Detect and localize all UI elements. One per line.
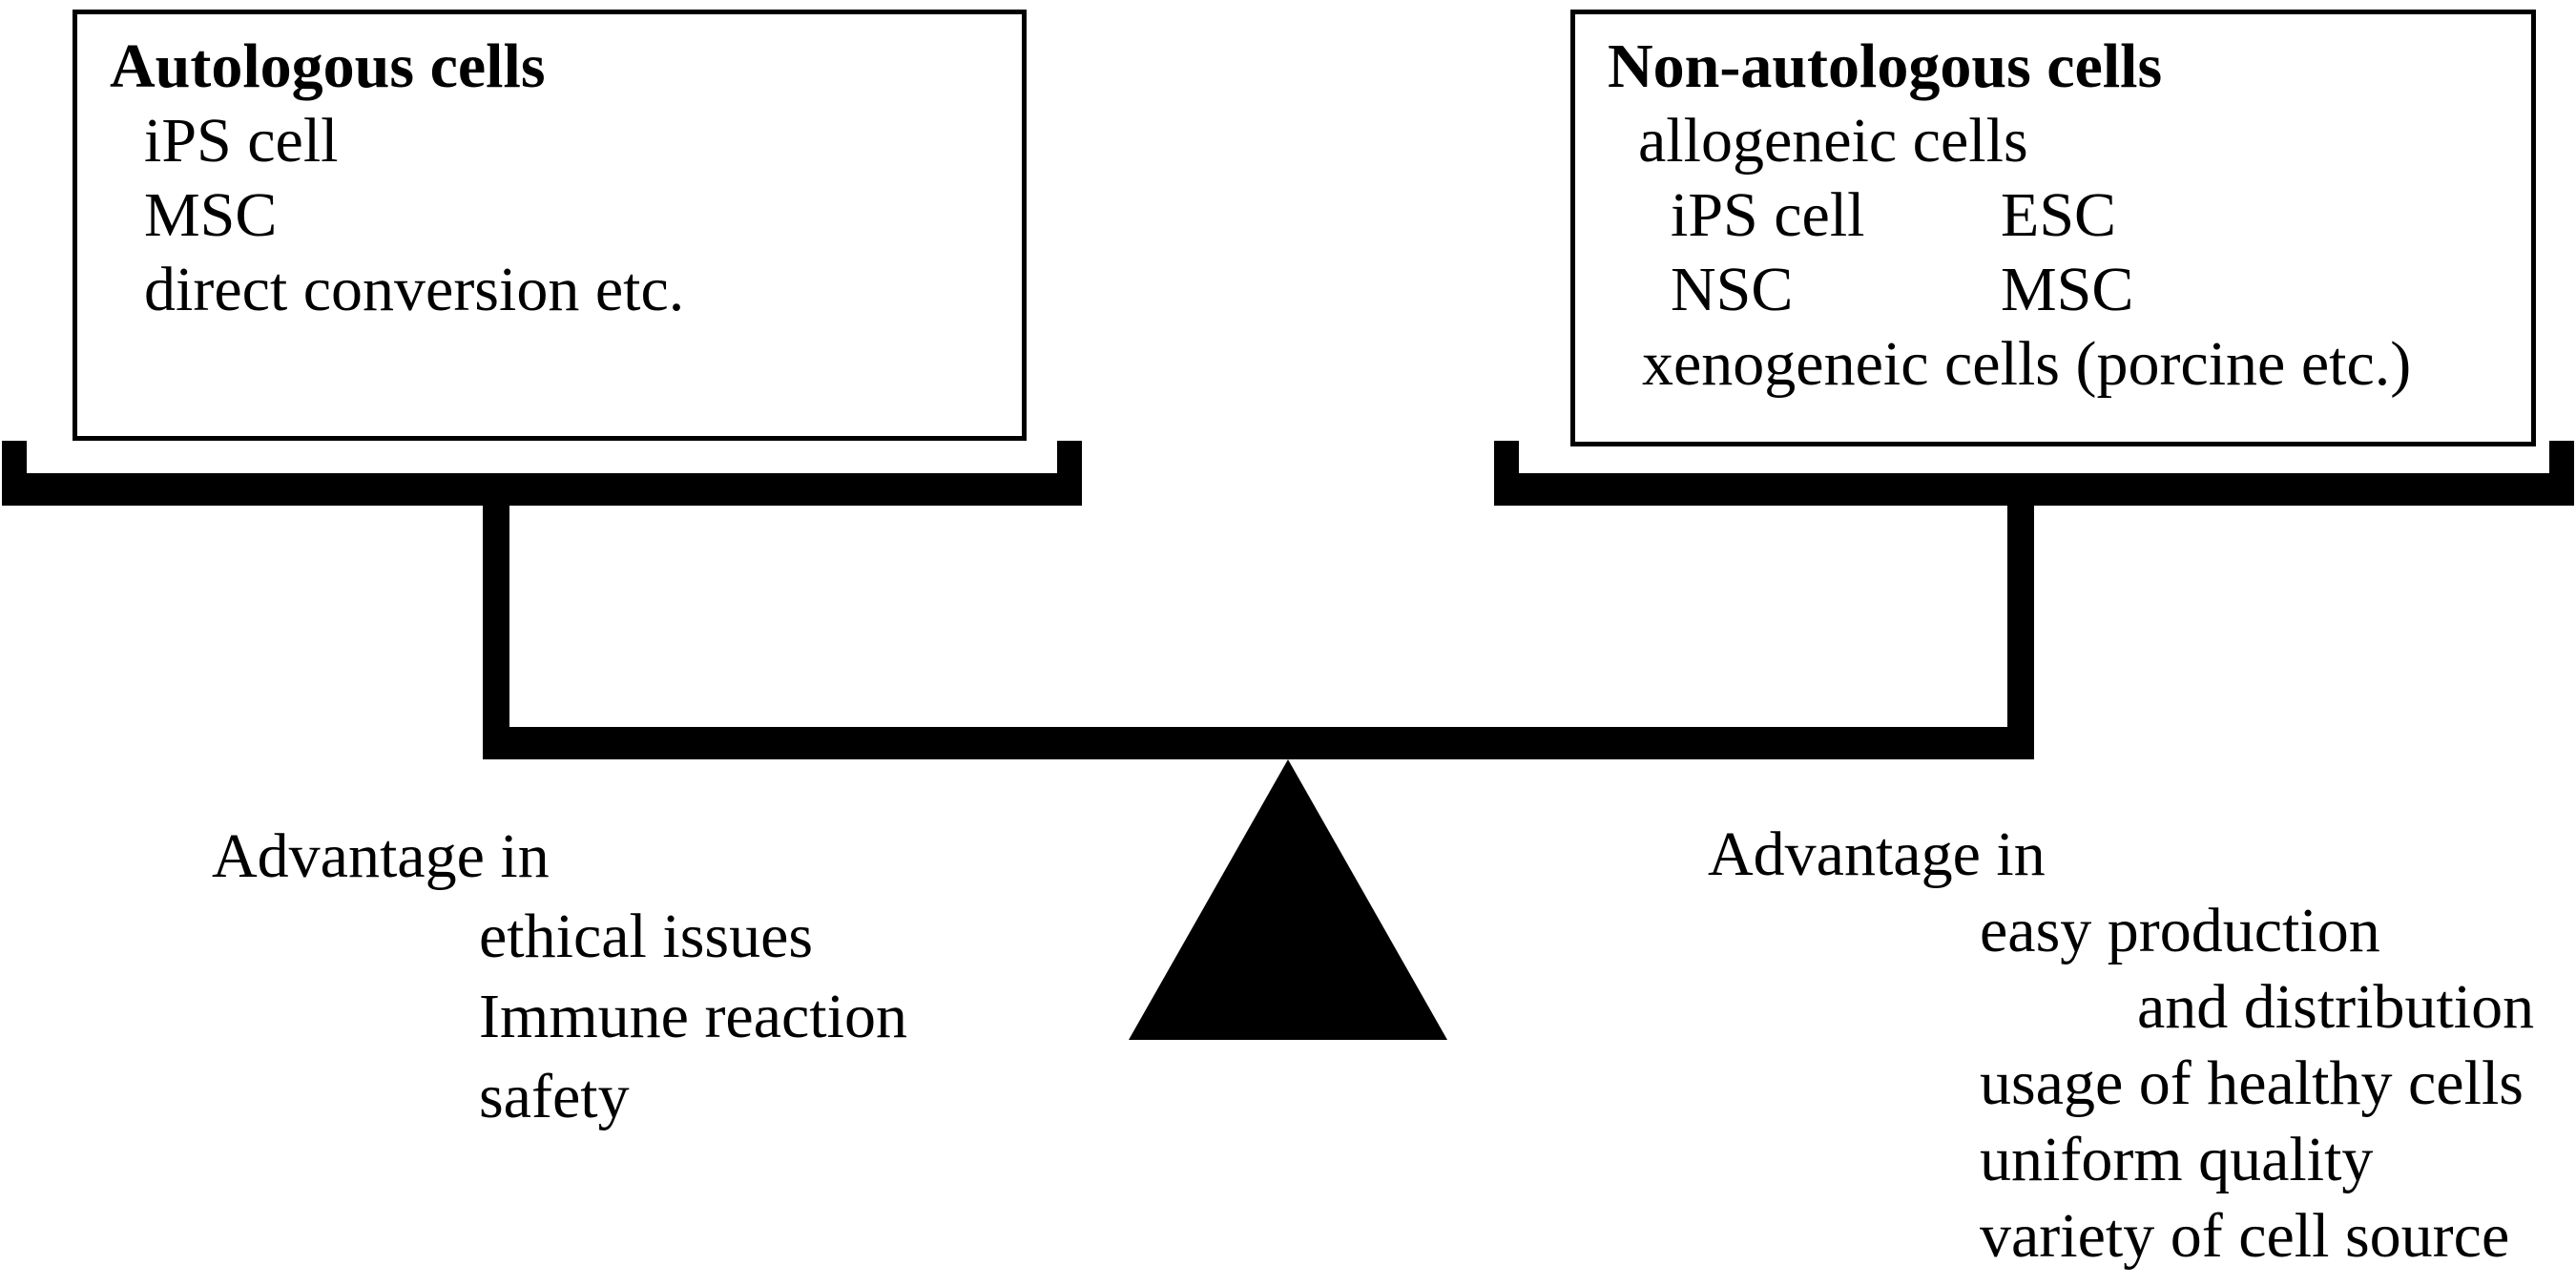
fulcrum-triangle-icon <box>1129 759 1447 1040</box>
left-advantages-heading: Advantage in <box>212 821 550 891</box>
non-autologous-item-ips: iPS cell <box>1671 180 1865 250</box>
left-advantages-block: Advantage in ethical issues Immune react… <box>212 817 907 1137</box>
right-pan-right-tick <box>2549 441 2574 506</box>
balance-beam <box>483 727 2034 759</box>
right-advantage-and-distribution: and distribution <box>2137 972 2535 1042</box>
right-pan-bar <box>1494 473 2574 506</box>
right-advantage-healthy-cells: usage of healthy cells <box>1980 1048 2524 1118</box>
right-advantage-uniform-quality: uniform quality <box>1980 1125 2374 1194</box>
non-autologous-cells-box: Non-autologous cells allogeneic cells iP… <box>1570 10 2536 446</box>
left-stem <box>483 506 509 731</box>
autologous-item-ips: iPS cell <box>144 106 339 176</box>
right-stem <box>2007 506 2034 731</box>
autologous-item-msc: MSC <box>144 180 278 250</box>
non-autologous-item-msc: MSC <box>2001 255 2134 324</box>
non-autologous-row-1: iPS cell ESC <box>1608 178 2524 253</box>
non-autologous-item-xenogeneic: xenogeneic cells (porcine etc.) <box>1642 329 2412 399</box>
non-autologous-item-nsc: NSC <box>1671 255 1794 324</box>
right-advantage-cell-source-variety: variety of cell source <box>1980 1201 2510 1271</box>
left-advantage-immune: Immune reaction <box>479 982 907 1051</box>
non-autologous-box-title: Non-autologous cells <box>1608 31 2163 101</box>
non-autologous-item-esc: ESC <box>2001 180 2117 250</box>
left-pan-bar <box>2 473 1082 506</box>
left-pan-right-tick <box>1057 441 1082 506</box>
right-advantages-heading: Advantage in <box>1708 819 2046 889</box>
non-autologous-subtitle: allogeneic cells <box>1638 106 2028 176</box>
right-advantage-easy-production: easy production <box>1980 896 2380 965</box>
autologous-item-direct-conversion: direct conversion etc. <box>144 255 685 324</box>
left-advantage-safety: safety <box>479 1062 630 1131</box>
non-autologous-row-2: NSC MSC <box>1608 253 2524 327</box>
right-pan-left-tick <box>1494 441 1519 506</box>
left-pan-left-tick <box>2 441 27 506</box>
left-advantage-ethical: ethical issues <box>479 902 814 971</box>
right-advantages-block: Advantage in easy production and distrib… <box>1708 817 2534 1275</box>
autologous-box-title: Autologous cells <box>110 31 546 101</box>
autologous-cells-box: Autologous cells iPS cell MSC direct con… <box>73 10 1027 441</box>
